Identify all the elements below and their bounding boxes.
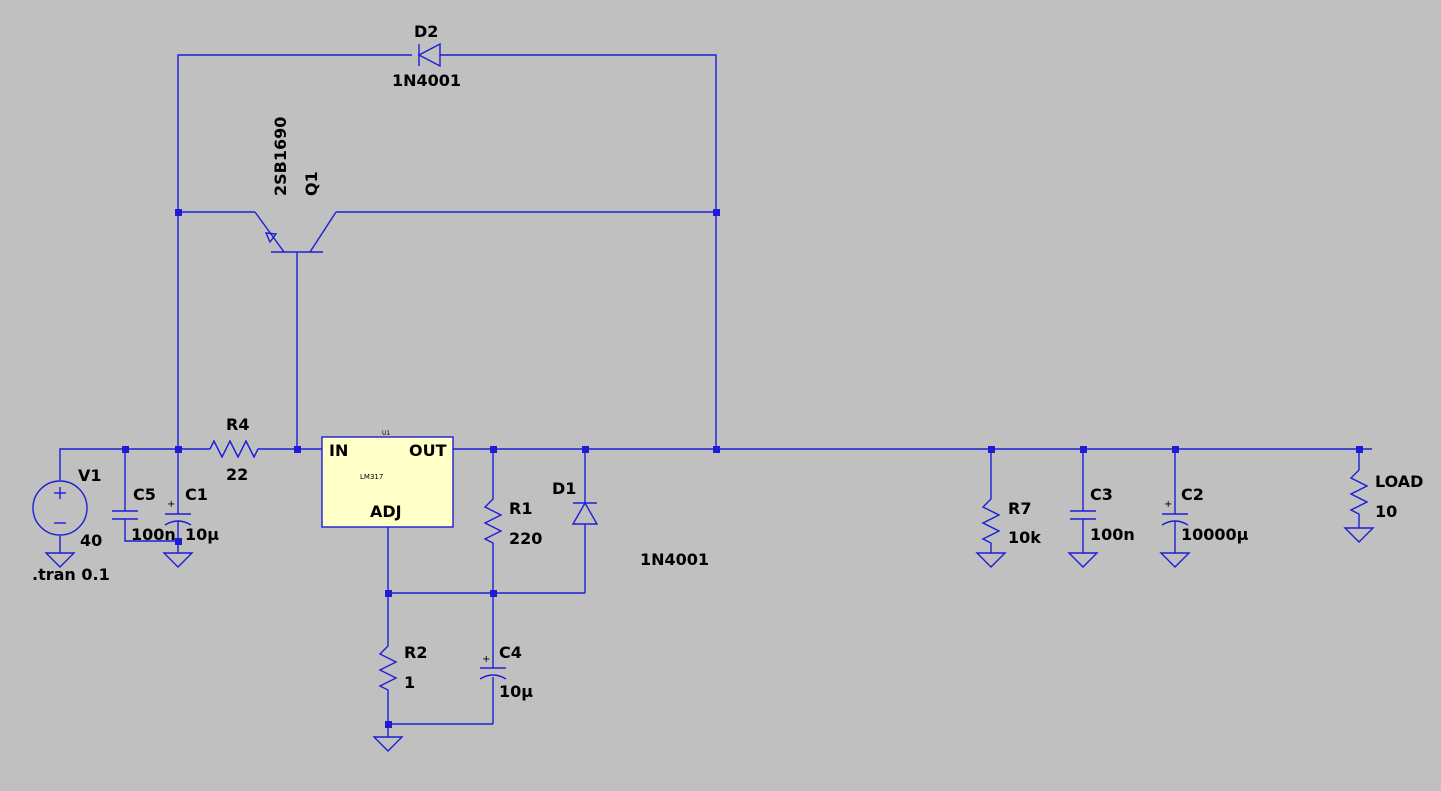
c1-value: 10µ bbox=[185, 525, 219, 544]
r7-value: 10k bbox=[1008, 528, 1041, 547]
voltage-source-v1[interactable]: V1 40 bbox=[32, 466, 102, 550]
u1-pin-adj: ADJ bbox=[370, 502, 402, 521]
resistor-load[interactable]: LOAD 10 bbox=[1349, 466, 1423, 521]
resistor-r7[interactable]: R7 10k bbox=[981, 495, 1041, 547]
grounds bbox=[44, 527, 1375, 752]
ground-symbol bbox=[1343, 527, 1375, 543]
c3-name: C3 bbox=[1090, 485, 1113, 504]
r4-value: 22 bbox=[226, 465, 248, 484]
c1-name: C1 bbox=[185, 485, 208, 504]
load-value: 10 bbox=[1375, 502, 1397, 521]
r2-value: 1 bbox=[404, 673, 415, 692]
capacitor-c5[interactable]: C5 100n bbox=[112, 485, 176, 544]
resistor-r1[interactable]: R1 220 bbox=[483, 495, 542, 548]
r7-name: R7 bbox=[1008, 499, 1031, 518]
ground-symbol bbox=[1067, 552, 1099, 568]
resistor-r2[interactable]: R2 1 bbox=[378, 642, 427, 694]
c2-name: C2 bbox=[1181, 485, 1204, 504]
c4-polarity-plus: + bbox=[482, 654, 490, 665]
u1-name: U1 bbox=[382, 430, 390, 437]
diode-d2[interactable]: D2 1N4001 bbox=[392, 22, 461, 90]
u1-pin-in: IN bbox=[329, 441, 348, 460]
resistor-r4[interactable]: R4 22 bbox=[209, 415, 262, 484]
d2-name: D2 bbox=[414, 22, 438, 41]
v1-value: 40 bbox=[80, 531, 102, 550]
capacitor-c1[interactable]: + C1 10µ bbox=[164, 485, 219, 544]
r1-name: R1 bbox=[509, 499, 532, 518]
q1-name: Q1 bbox=[302, 171, 321, 196]
ground-symbol bbox=[1159, 552, 1191, 568]
c3-value: 100n bbox=[1090, 525, 1135, 544]
q1-model: 2SB1690 bbox=[271, 117, 290, 196]
capacitor-c4[interactable]: + C4 10µ bbox=[479, 643, 533, 701]
regulator-u1[interactable]: IN OUT ADJ LM317 U1 bbox=[321, 430, 454, 528]
c4-name: C4 bbox=[499, 643, 522, 662]
d1-model: 1N4001 bbox=[640, 550, 709, 569]
c2-polarity-plus: + bbox=[1164, 499, 1172, 510]
c4-value: 10µ bbox=[499, 682, 533, 701]
ground-symbol bbox=[44, 552, 76, 568]
u1-pin-out: OUT bbox=[409, 441, 447, 460]
r4-name: R4 bbox=[226, 415, 249, 434]
ground-symbol bbox=[372, 736, 404, 752]
tran-directive[interactable]: .tran 0.1 bbox=[32, 565, 110, 584]
ground-symbol bbox=[162, 552, 194, 568]
junctions bbox=[122, 209, 1363, 728]
load-name: LOAD bbox=[1375, 472, 1423, 491]
u1-model: LM317 bbox=[360, 473, 383, 481]
wires bbox=[59, 54, 1372, 737]
c5-value: 100n bbox=[131, 525, 176, 544]
capacitor-c2[interactable]: + C2 10000µ bbox=[1161, 485, 1249, 544]
d2-model: 1N4001 bbox=[392, 71, 461, 90]
transistor-q1[interactable]: 2SB1690 Q1 bbox=[254, 117, 337, 253]
r1-value: 220 bbox=[509, 529, 542, 548]
c1-polarity-plus: + bbox=[167, 499, 175, 510]
v1-name: V1 bbox=[78, 466, 102, 485]
c5-name: C5 bbox=[133, 485, 156, 504]
r2-name: R2 bbox=[404, 643, 427, 662]
ground-symbol bbox=[975, 552, 1007, 568]
d1-name: D1 bbox=[552, 479, 576, 498]
diode-d1[interactable]: D1 1N4001 bbox=[552, 479, 709, 569]
capacitor-c3[interactable]: C3 100n bbox=[1070, 485, 1135, 544]
c2-value: 10000µ bbox=[1181, 525, 1249, 544]
